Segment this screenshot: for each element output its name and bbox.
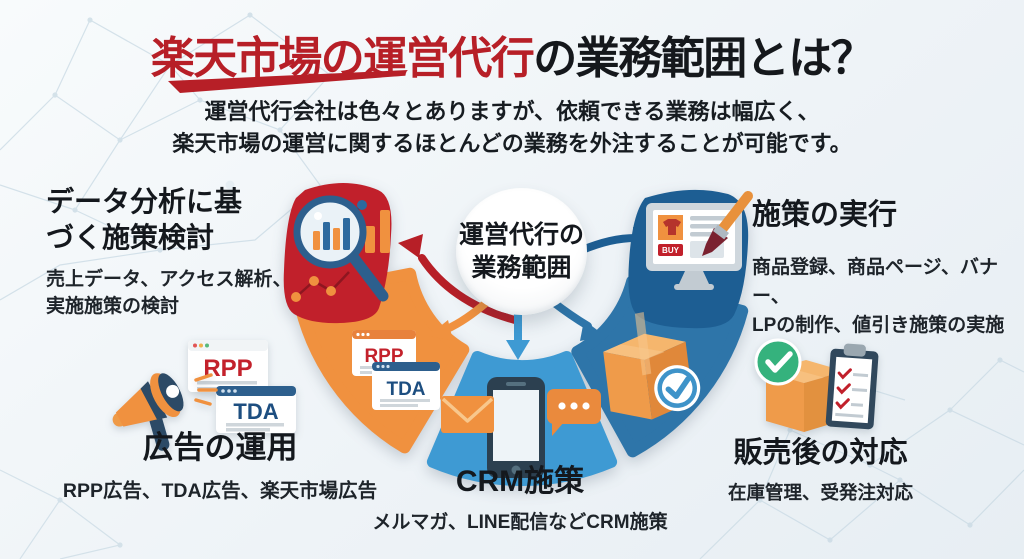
section-analysis-desc: 売上データ、アクセス解析、 実施施策の検討	[46, 269, 292, 317]
section-execution-heading: 施策の実行	[752, 199, 898, 231]
tda-window-label: TDA	[386, 379, 425, 400]
hub-arrows	[398, 227, 654, 360]
package-checklist-icon	[754, 338, 879, 432]
section-ads-heading: 広告の運用	[142, 430, 298, 465]
rpp-window-label-large: RPP	[203, 355, 252, 382]
rpp-window-label: RPP	[364, 346, 403, 367]
title-rest: の業務範囲とは？	[533, 34, 875, 83]
title-highlight: 楽天市場の運営代行	[150, 34, 535, 83]
section-analysis-heading: データ分析に基 づく施策検討	[46, 186, 243, 253]
magnifier-bar-chart-icon	[291, 195, 390, 302]
section-ads-desc: RPP広告、TDA広告、楽天市場広告	[62, 480, 378, 502]
subtitle: 運営代行会社は色々とありますが、依頼できる業務は幅広く、 楽天市場の運営に関する…	[0, 96, 1024, 160]
arrow-ads	[428, 298, 491, 341]
network-pattern-bottomleft	[0, 469, 123, 559]
network-pattern-topleft	[0, 12, 333, 301]
section-crm-desc: メルマガ、LINE配信などCRM施策	[372, 512, 668, 533]
arrow-aftersales	[549, 298, 605, 341]
clipboard-icon	[825, 343, 879, 430]
megaphone-icon	[112, 373, 218, 451]
section-execution-label: 施策の実行 商品登録、商品ページ、バナー、 LPの制作、値引き施策の実施	[752, 198, 1024, 340]
mail-icon	[441, 396, 494, 433]
section-aftersales-label: 販売後の対応 在庫管理、受発注対応	[693, 436, 948, 505]
smartphone-mail-chat-icon	[441, 377, 601, 478]
monitor-paintbrush-icon: BUY	[646, 191, 753, 290]
subtitle-line2: 楽天市場の運営に関するほとんどの業務を外注することが可能です。	[172, 131, 852, 156]
buy-button-label: BUY	[662, 246, 680, 255]
page-title: 楽天市場の運営代行の業務範囲とは？	[0, 22, 1024, 86]
hub-label: 運営代行の 業務範囲	[458, 220, 584, 282]
section-ads-label: 広告の運用 RPP広告、TDA広告、楽天市場広告	[60, 430, 380, 503]
ads-segment-windows-icon: RPP TDA	[352, 330, 440, 410]
chat-bubble-icon	[547, 389, 601, 436]
subtitle-line1: 運営代行会社は色々とありますが、依頼できる業務は幅広く、	[204, 99, 820, 124]
check-circle-icon	[754, 338, 802, 386]
tda-window-label-large: TDA	[233, 399, 278, 424]
section-execution-desc: 商品登録、商品ページ、バナー、 LPの制作、値引き施策の実施	[752, 257, 1005, 336]
section-crm-heading: CRM施策	[455, 465, 585, 498]
section-analysis-label: データ分析に基 づく施策検討 売上データ、アクセス解析、 実施施策の検討	[46, 184, 291, 320]
arrow-analysis	[398, 234, 519, 324]
hub-circle: 運営代行の 業務範囲	[456, 188, 587, 315]
browser-windows-icon: RPP TDA	[188, 340, 296, 433]
package-check-icon	[603, 312, 701, 420]
title-underline-swoosh	[168, 70, 408, 93]
section-aftersales-desc: 在庫管理、受発注対応	[727, 482, 913, 503]
section-aftersales-heading: 販売後の対応	[733, 437, 908, 469]
section-crm-label: CRM施策 メルマガ、LINE配信などCRM施策	[350, 464, 690, 534]
paintbrush-icon	[702, 191, 753, 256]
arrow-crm	[506, 310, 530, 360]
